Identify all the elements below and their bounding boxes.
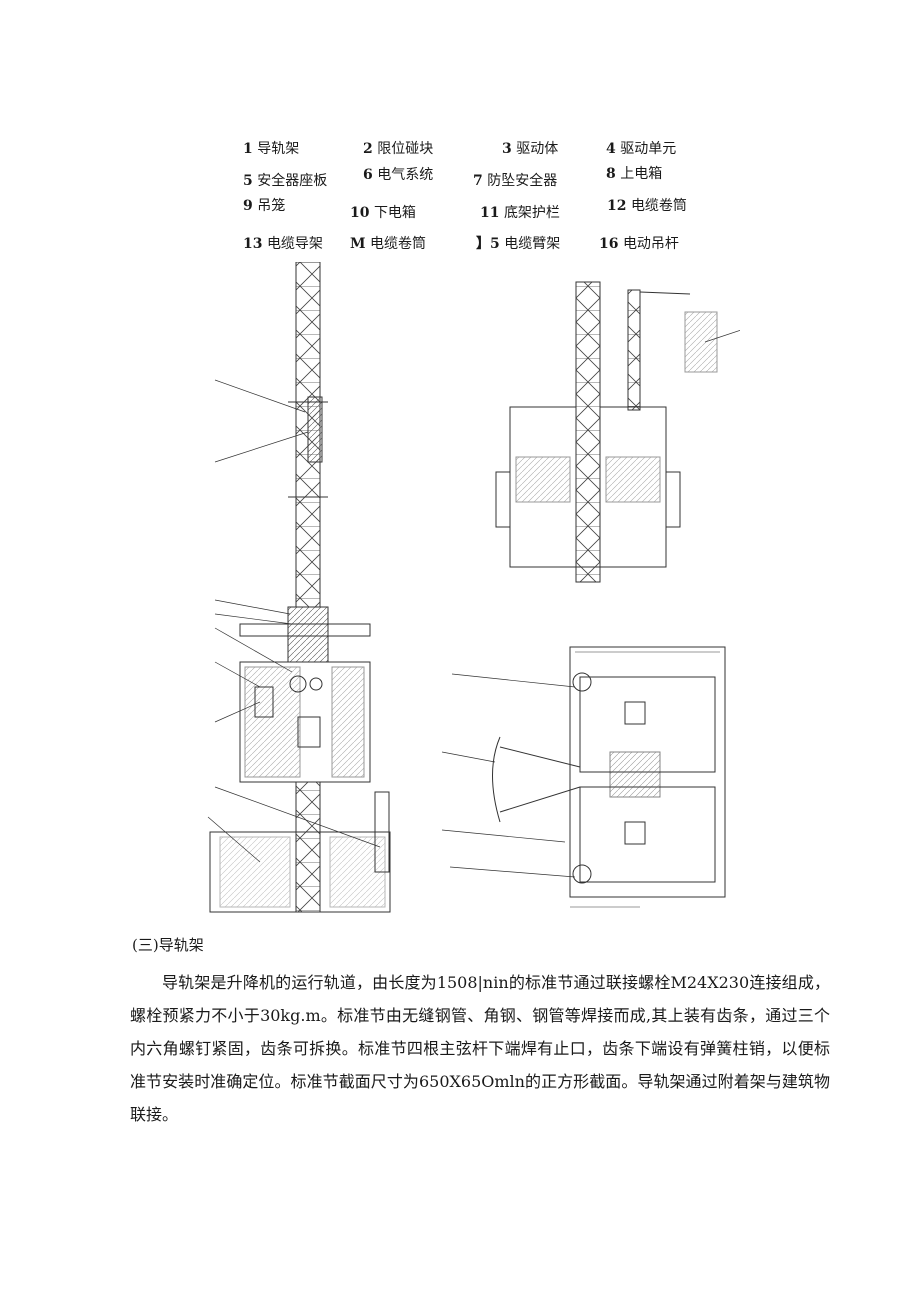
legend-item: 1 导轨架 bbox=[243, 141, 300, 157]
body-paragraph: 导轨架是升降机的运行轨道，由长度为1508|nin的标准节通过联接螺栓M24X2… bbox=[130, 966, 830, 1131]
elevation-view bbox=[207, 262, 391, 913]
legend-item: 8 上电箱 bbox=[606, 166, 663, 182]
legend-item: 5 安全器座板 bbox=[243, 173, 328, 189]
section-heading: (三)导轨架 bbox=[132, 936, 204, 954]
legend-item: 9 吊笼 bbox=[243, 198, 286, 214]
paragraph-text: 导轨架是升降机的运行轨道，由长度为1508|nin的标准节通过联接螺栓M24X2… bbox=[130, 973, 830, 1124]
legend-item: 2 限位碰块 bbox=[363, 141, 434, 157]
legend-item: 13 电缆导架 bbox=[243, 236, 323, 252]
hoist-technical-drawing bbox=[180, 262, 740, 917]
legend-item: 】5 电缆臂架 bbox=[476, 236, 561, 252]
legend-item: 4 驱动单元 bbox=[606, 141, 677, 157]
legend-item: 6 电气系统 bbox=[363, 167, 434, 183]
front-view bbox=[495, 281, 740, 583]
legend-item: 11 底架护栏 bbox=[480, 205, 560, 221]
legend-item: 7 防坠安全器 bbox=[473, 173, 558, 189]
legend-item: 10 下电箱 bbox=[350, 205, 416, 221]
legend-item: 16 电动吊杆 bbox=[599, 236, 679, 252]
plan-view bbox=[441, 646, 726, 908]
legend-item: 3 驱动体 bbox=[502, 141, 559, 157]
legend-item: M 电缆卷筒 bbox=[350, 236, 426, 252]
legend-item: 12 电缆卷筒 bbox=[607, 198, 687, 214]
